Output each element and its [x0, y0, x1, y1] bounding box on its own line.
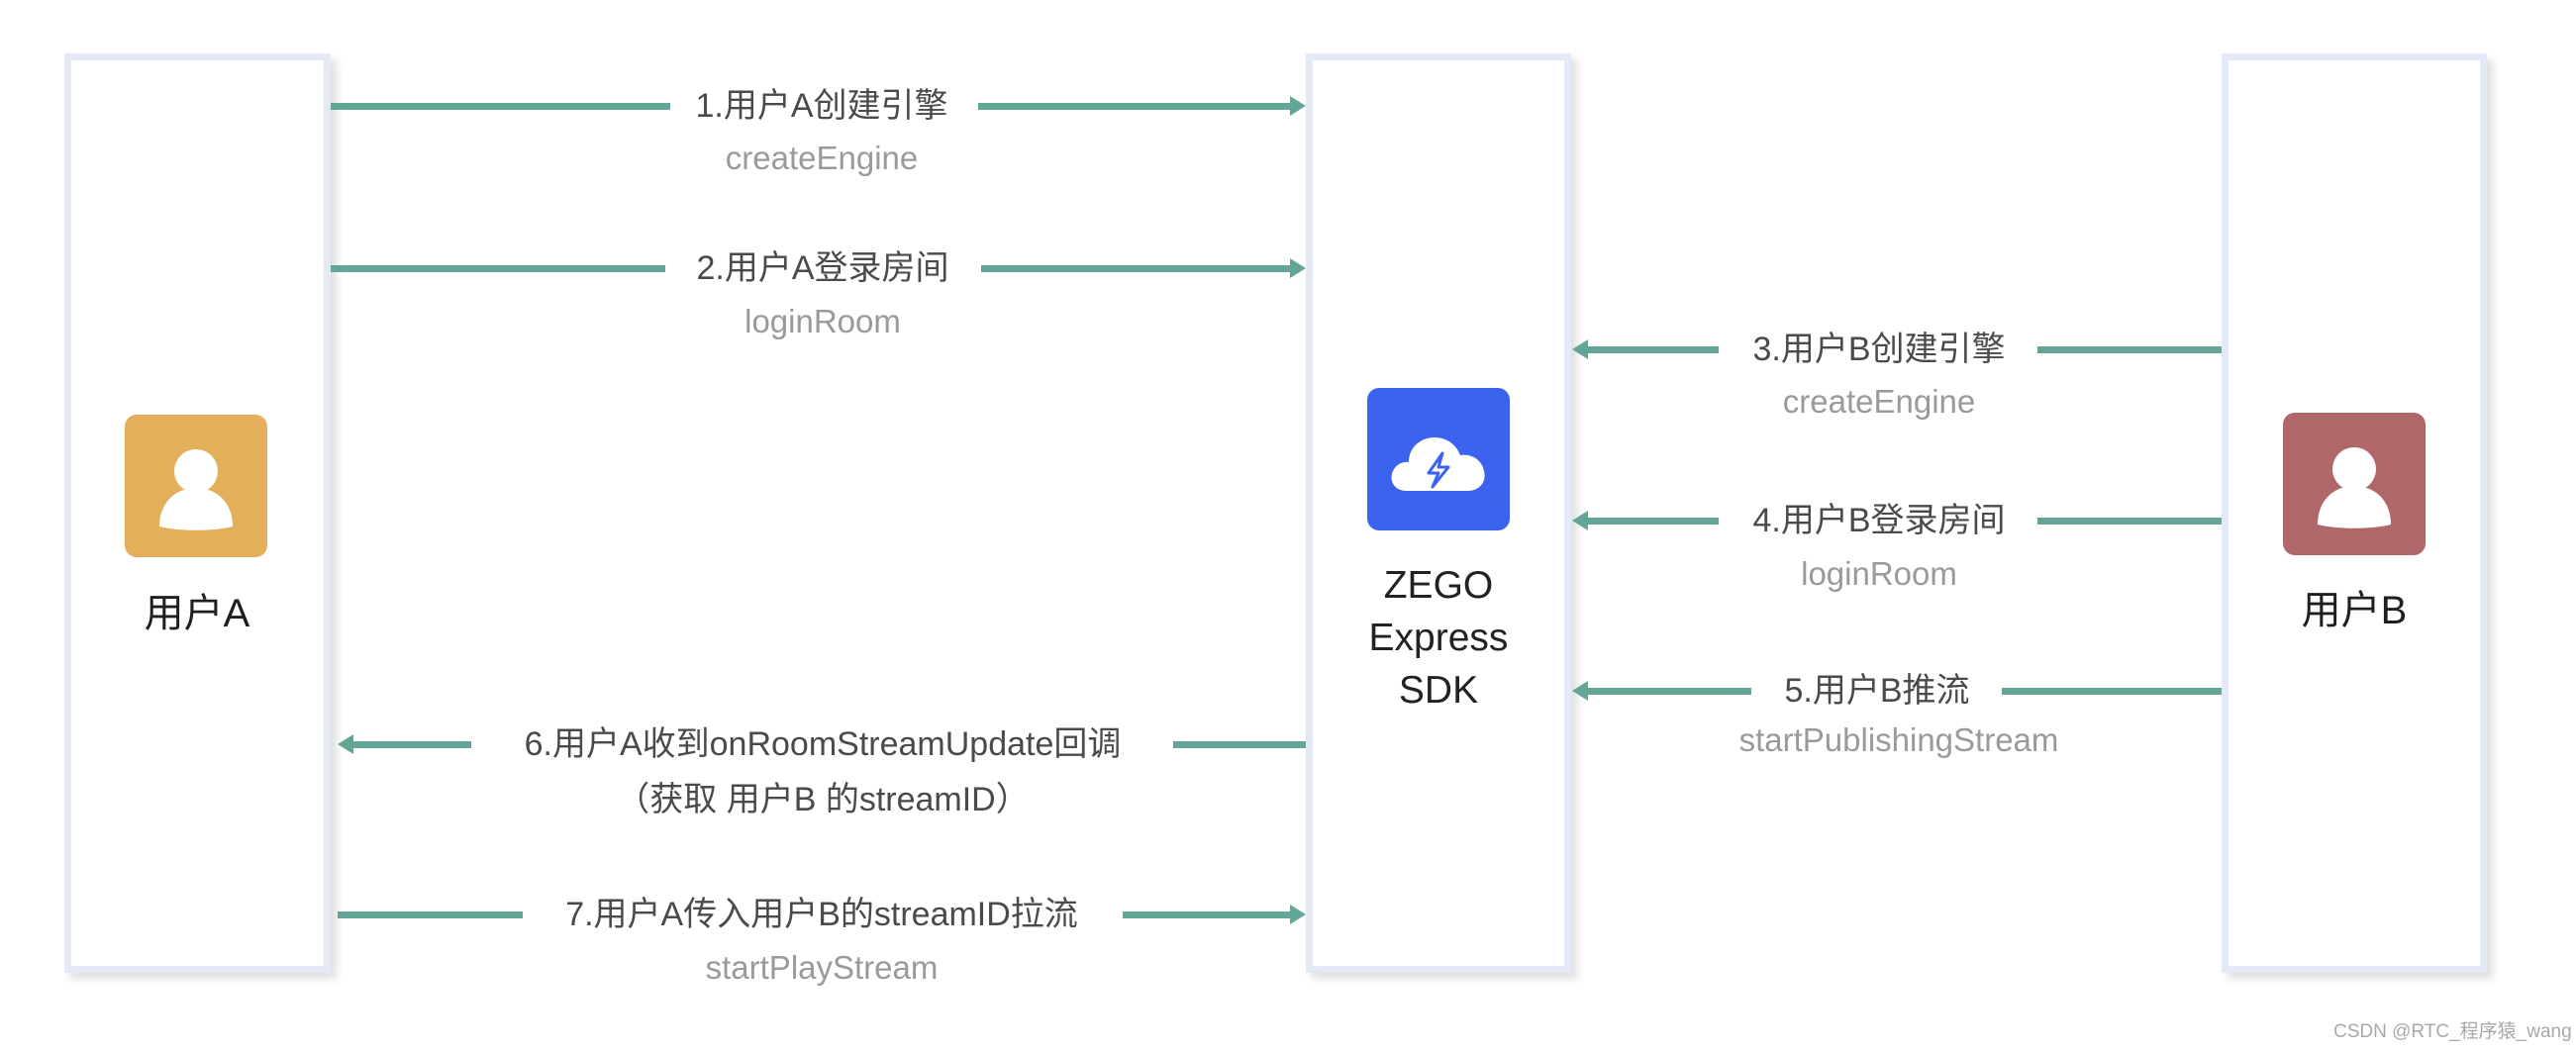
user-b-label: 用户B	[2301, 589, 2408, 632]
user-a-avatar	[125, 415, 267, 557]
api-label: startPlayStream	[705, 949, 939, 986]
arrow-head-right-icon	[1290, 258, 1306, 278]
user-icon	[159, 449, 233, 530]
api-label: createEngine	[725, 140, 919, 176]
sdk-label-line-2: Express	[1368, 617, 1509, 659]
message-label: 7.用户A传入用户B的streamID拉流	[565, 896, 1078, 933]
arrow-head-right-icon	[1290, 96, 1306, 116]
user-icon	[2318, 447, 2391, 528]
arrow-head-left-icon	[1572, 511, 1588, 530]
sdk-label-line-1: ZEGO	[1383, 564, 1494, 607]
api-label: loginRoom	[1801, 555, 1957, 592]
arrow-line	[1586, 346, 1719, 353]
arrow-head-right-icon	[1290, 905, 1306, 924]
arrow-line	[981, 265, 1291, 272]
arrow-line	[1586, 518, 1719, 525]
arrow-head-left-icon	[1572, 681, 1588, 701]
sdk-label: ZEGO Express SDK	[1306, 559, 1571, 717]
message-label: 6.用户A收到onRoomStreamUpdate回调	[524, 725, 1122, 763]
message-label: 2.用户A登录房间	[696, 249, 949, 287]
api-label: createEngine	[1782, 383, 1976, 420]
message-label: 5.用户B推流	[1784, 672, 1970, 710]
arrow-line	[338, 911, 523, 918]
cloud-lightning-icon	[1391, 437, 1485, 491]
arrow-line	[2037, 346, 2222, 353]
arrow-line	[331, 103, 670, 110]
arrow-line	[2002, 688, 2222, 695]
arrow-head-left-icon	[1572, 339, 1588, 359]
arrow-line	[1123, 911, 1291, 918]
message-label: 1.用户A创建引擎	[695, 87, 948, 125]
arrow-head-left-icon	[338, 734, 353, 754]
sdk-label-line-3: SDK	[1398, 669, 1479, 712]
user-b-avatar	[2283, 413, 2426, 555]
watermark: CSDN @RTC_程序猿_wang	[2333, 1021, 2572, 1042]
arrow-line	[331, 265, 665, 272]
arrow-line	[1586, 688, 1751, 695]
message-label: 3.用户B创建引擎	[1752, 331, 2006, 368]
arrow-line	[1173, 741, 1306, 748]
arrow-line	[351, 741, 471, 748]
api-label: startPublishingStream	[1738, 721, 2059, 758]
api-label: （获取 用户B 的streamID）	[616, 781, 1030, 818]
arrow-line	[978, 103, 1291, 110]
arrow-line	[2037, 518, 2222, 525]
message-label: 4.用户B登录房间	[1752, 502, 2006, 539]
api-label: loginRoom	[744, 303, 901, 339]
user-a-label: 用户A	[144, 592, 250, 635]
sdk-icon-box	[1367, 388, 1510, 530]
